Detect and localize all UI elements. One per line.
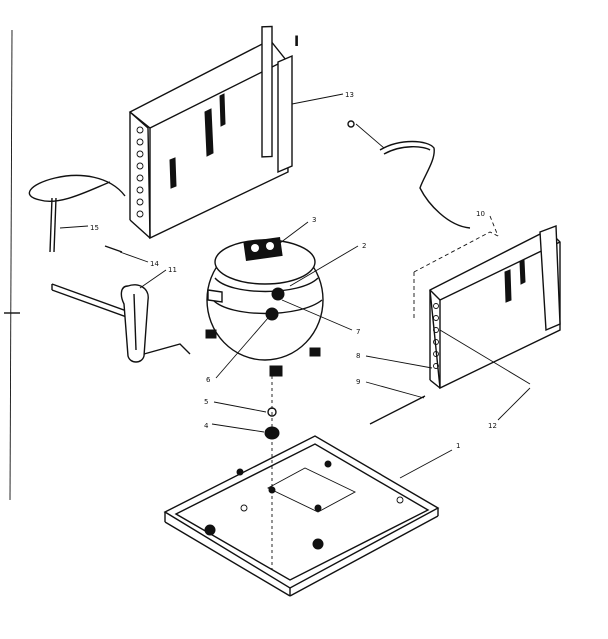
callout-2: 2 (362, 242, 366, 250)
callout-15: 15 (90, 224, 99, 232)
evaporator-coil (413, 215, 561, 390)
capillary-tube (104, 245, 123, 253)
callout-13: 13 (345, 91, 354, 99)
callout-4: 4 (204, 422, 209, 430)
callout-8: 8 (356, 352, 360, 360)
callout-10: 10 (476, 210, 485, 218)
callout-7: 7 (356, 328, 360, 336)
leader-lines (59, 93, 531, 479)
heater-rod (369, 395, 426, 425)
callout-12: 12 (488, 422, 497, 430)
callout-6: 6 (206, 376, 211, 384)
callout-3: 3 (312, 216, 316, 224)
condenser-coil (128, 25, 293, 240)
callout-14: 14 (150, 260, 159, 268)
header-mark: I (294, 34, 299, 50)
base-pan (163, 435, 440, 597)
suction-tube-assembly (51, 283, 191, 363)
callout-5: 5 (204, 398, 208, 406)
compressor (205, 237, 324, 377)
callout-labels: 1 2 3 4 5 6 7 8 9 10 11 12 13 14 15 (90, 91, 497, 450)
left-border-line (9, 29, 13, 501)
discharge-tube (28, 174, 126, 253)
callout-9: 9 (356, 378, 360, 386)
callout-11: 11 (168, 266, 177, 274)
suction-line (347, 120, 471, 229)
callout-1: 1 (456, 442, 460, 450)
